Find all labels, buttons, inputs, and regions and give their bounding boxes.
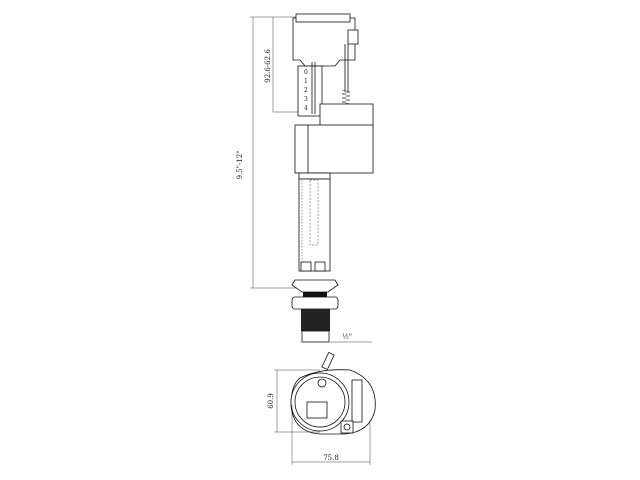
scale-mark: 0	[304, 69, 308, 76]
spring	[341, 89, 351, 105]
cap-top	[295, 13, 351, 23]
side-view: 9.5"-12" 92.6-62.6 0 1 2 3 4	[236, 13, 374, 343]
lower-tube	[298, 178, 331, 272]
scale-mark: 2	[304, 87, 308, 94]
inlet-nozzle	[321, 351, 335, 371]
bottom-view: 60.9 75.8	[267, 351, 376, 465]
thread-dimension: ½"	[330, 333, 372, 343]
base-width-label: 75.8	[323, 454, 339, 462]
scale-mark: 3	[304, 96, 308, 103]
valve-cap	[292, 17, 356, 67]
base-width-dimension: 75.8	[291, 405, 371, 465]
float-top	[319, 103, 374, 127]
overall-height-dimension: 9.5"-12"	[236, 16, 300, 289]
lock-nut	[291, 296, 339, 310]
float-range-label: 92.6-62.6	[264, 49, 272, 83]
flange	[291, 279, 339, 293]
scale-mark: 1	[304, 78, 308, 85]
upper-tube	[297, 65, 323, 117]
thread-shank	[301, 309, 330, 331]
float-scale: 0 1 2 3 4	[304, 69, 308, 112]
base-depth-dimension: 60.9	[267, 369, 320, 433]
adjust-clip	[347, 29, 359, 45]
slot	[306, 401, 328, 419]
thread-size-label: ½"	[342, 333, 352, 341]
scale-mark: 4	[304, 105, 308, 112]
float-body	[294, 124, 374, 174]
overall-height-label: 9.5"-12"	[236, 151, 244, 180]
screw	[340, 420, 354, 434]
base-depth-label: 60.9	[267, 393, 275, 409]
